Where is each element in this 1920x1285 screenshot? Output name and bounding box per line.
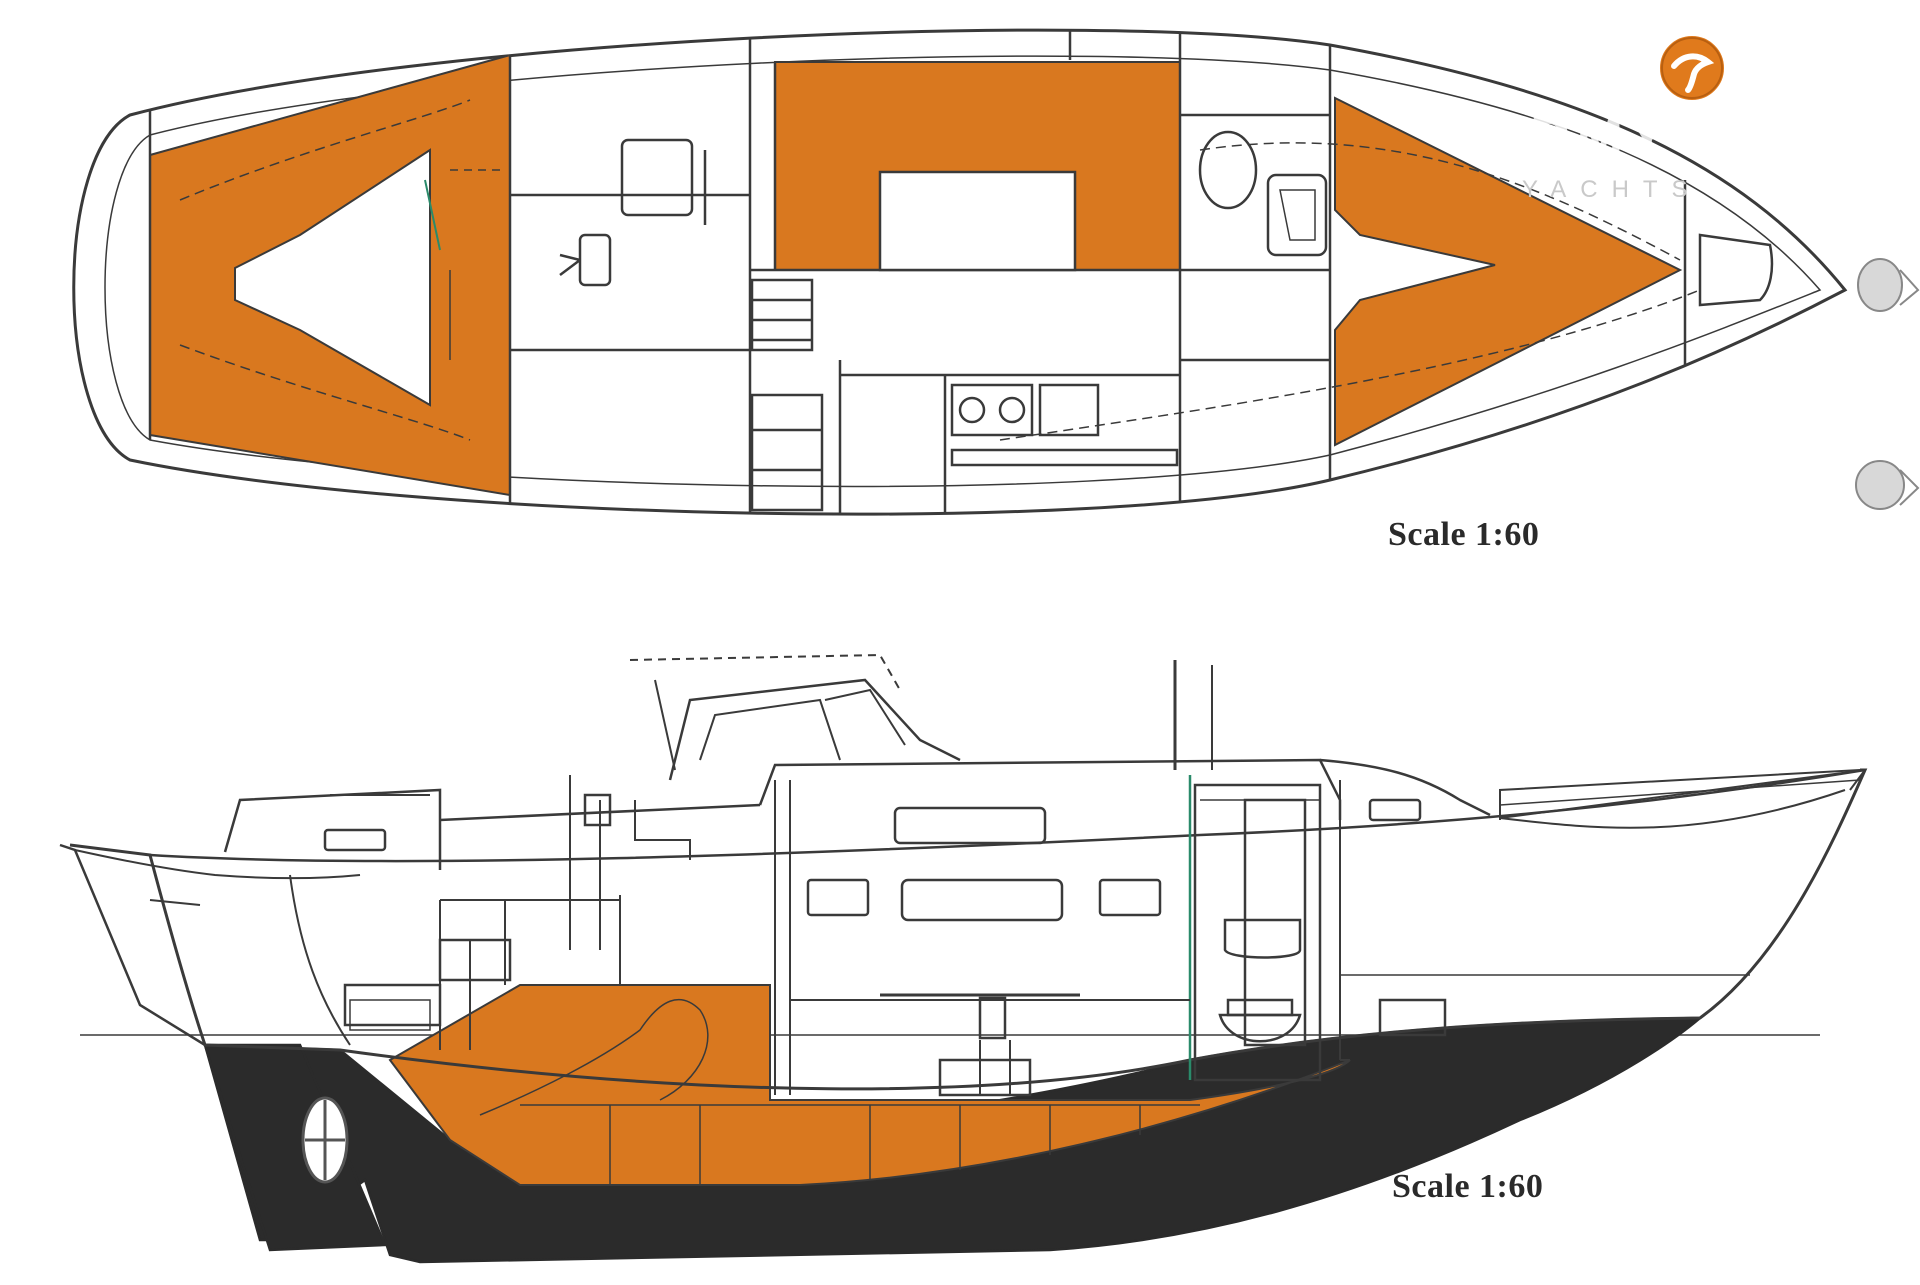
head-toilet — [1198, 130, 1258, 210]
watermark-word: DMY — [1530, 105, 1673, 168]
plan-hull-outer — [72, 28, 1848, 516]
galley-stove — [950, 383, 1034, 437]
deckhouse — [758, 758, 1342, 820]
galley-sink — [1038, 383, 1100, 437]
rudder — [203, 1043, 387, 1252]
spray-hood — [668, 678, 961, 781]
plan-deck-line — [104, 55, 1822, 488]
profile-head-toilet — [1218, 1013, 1302, 1043]
sheer-line — [149, 768, 1866, 863]
profile-view — [59, 653, 1868, 1264]
v-berth-cushion — [1334, 96, 1683, 447]
plan-view — [72, 28, 1848, 516]
watermark-sub: YACHTS — [1522, 176, 1702, 203]
head-basin — [1266, 173, 1328, 257]
anchor-fittings — [1855, 258, 1920, 510]
scale-label-profile: Scale 1:60 — [1392, 1168, 1544, 1205]
profile-bilge-cushion — [388, 984, 1351, 1186]
aft-berth-cushion — [149, 53, 511, 497]
seagull-logo-icon — [1656, 32, 1728, 104]
scale-label-plan: Scale 1:60 — [1388, 516, 1540, 553]
